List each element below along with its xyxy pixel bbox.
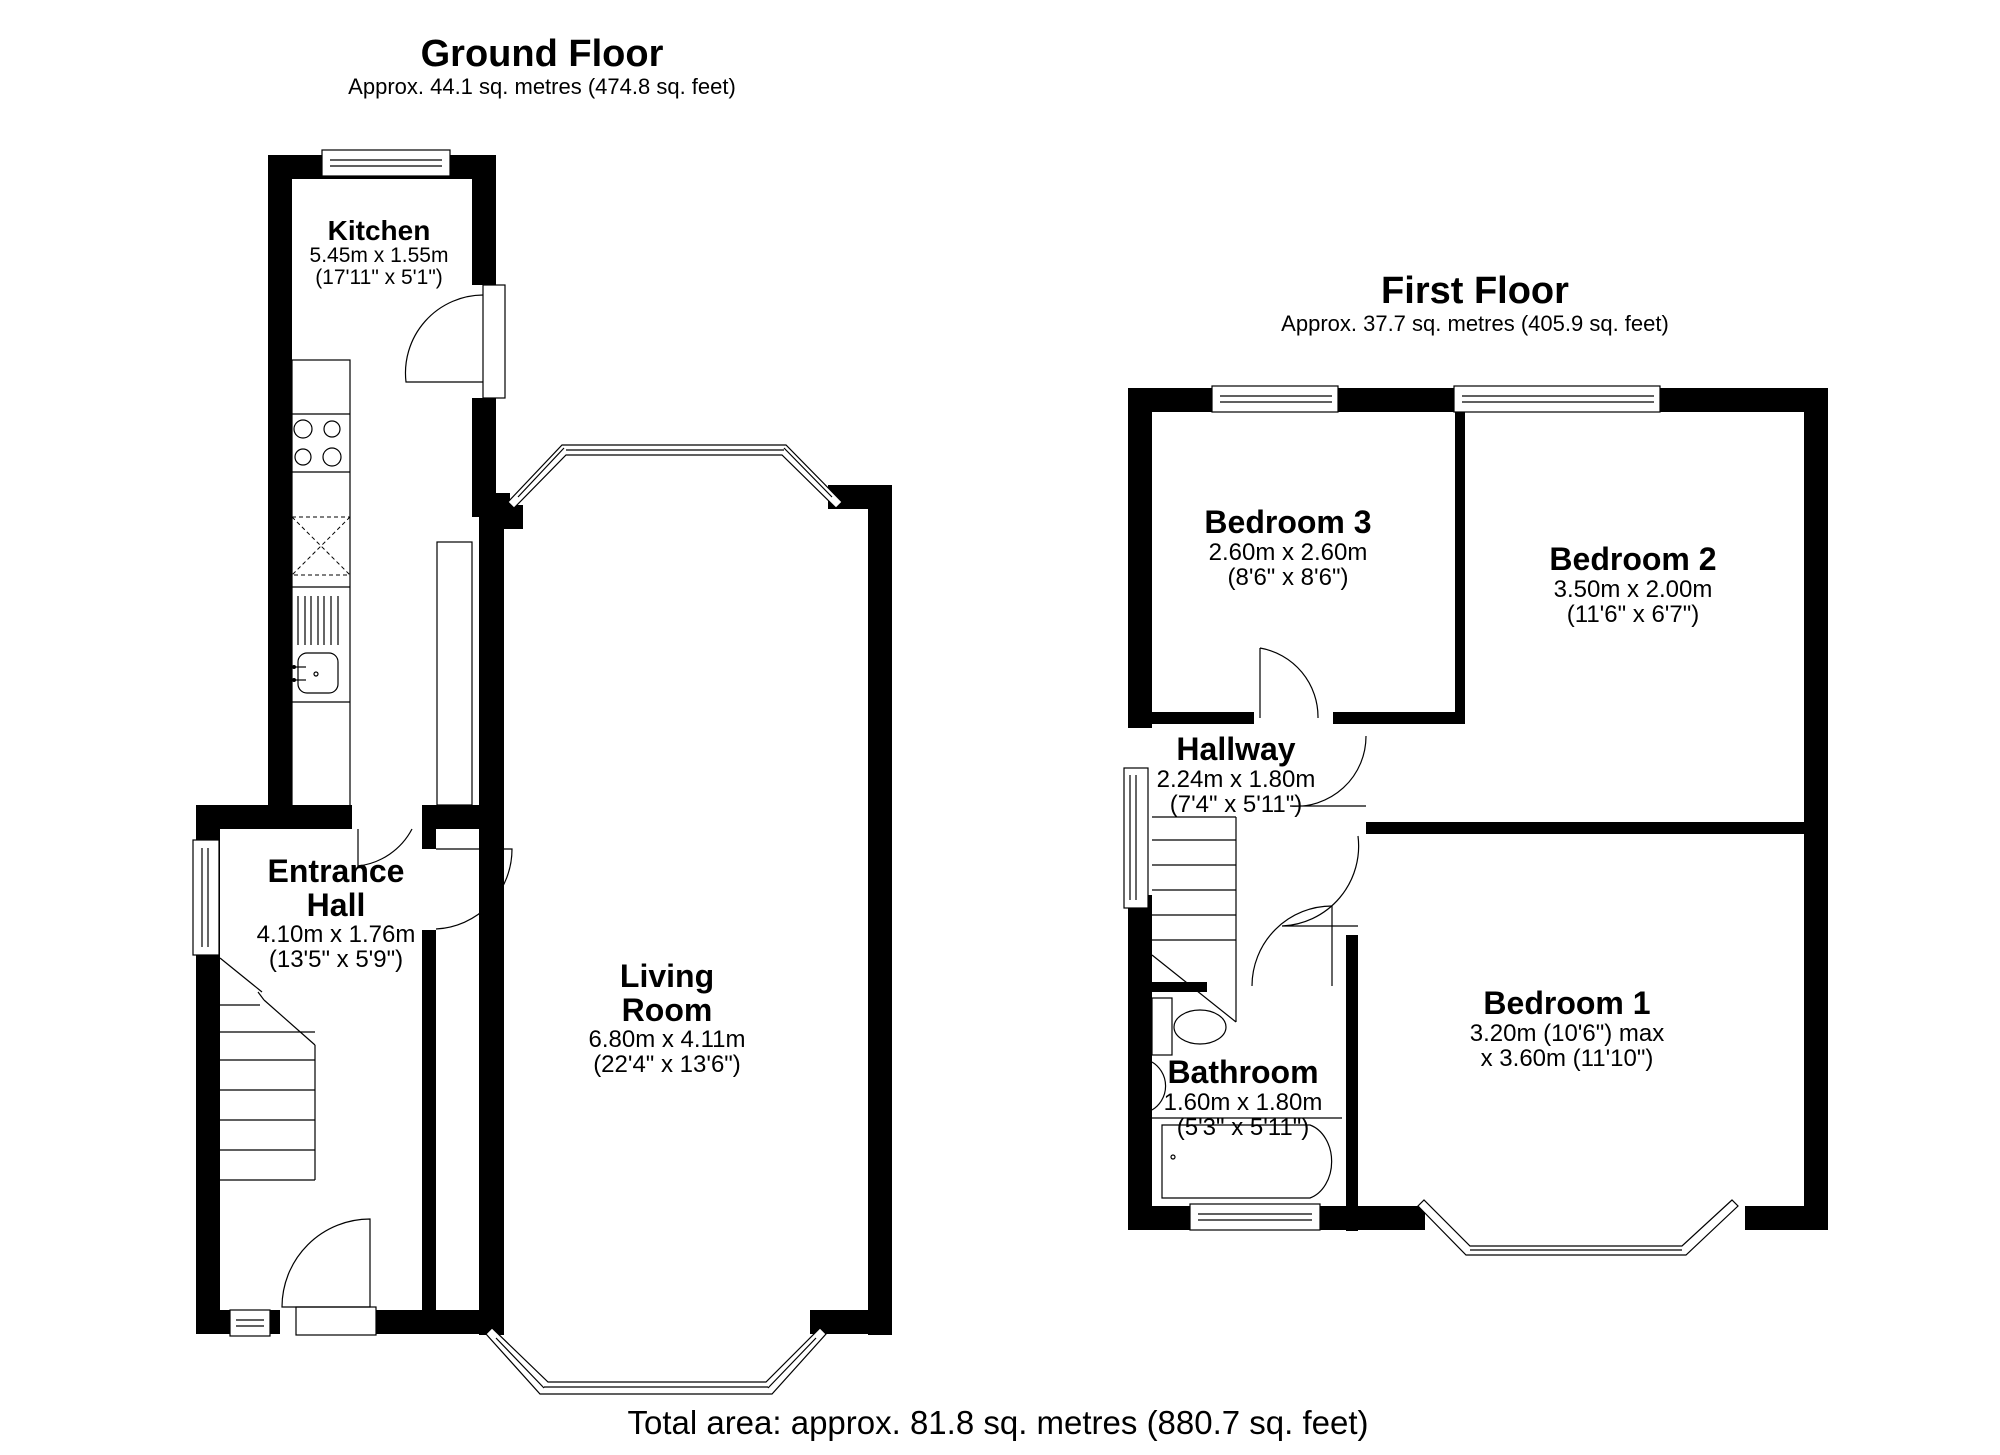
kitchen-hall-door-swing	[357, 828, 413, 867]
room-label-bedroom-3: Bedroom 3 2.60m x 2.60m (8'6" x 8'6")	[1204, 504, 1372, 591]
bedroom-2-door-swing	[1289, 735, 1367, 807]
bedroom-2-window	[1453, 385, 1661, 413]
room-label-bathroom: Bathroom 1.60m x 1.80m (5'3" x 5'11")	[1163, 1054, 1323, 1141]
first-floor-title: First Floor	[1381, 270, 1569, 312]
front-door-swing	[281, 1218, 371, 1308]
hall-front-window	[229, 1309, 271, 1337]
first-floor-staircase	[1151, 816, 1237, 1023]
kitchen-side-door-frame	[482, 284, 506, 399]
ground-floor-plan	[192, 149, 892, 1395]
toilet-cistern-icon	[1151, 997, 1173, 1056]
first-floor-plan	[1123, 385, 1828, 1256]
room-label-entrance-hall: Entrance Hall 4.10m x 1.76m (13'5" x 5'9…	[256, 853, 416, 974]
ground-floor-heading: Ground Floor Approx. 44.1 sq. metres (47…	[348, 33, 736, 99]
living-room-bay-window-top	[507, 444, 843, 509]
room-label-bedroom-2: Bedroom 2 3.50m x 2.00m (11'6" x 6'7")	[1549, 541, 1717, 628]
living-right-wall	[868, 485, 892, 1335]
bathroom-window	[1189, 1203, 1321, 1231]
bedroom-3-door-swing	[1259, 647, 1319, 719]
first-floor-right-wall	[1804, 388, 1828, 1230]
first-floor-heading: First Floor Approx. 37.7 sq. metres (405…	[1281, 270, 1669, 336]
living-room-bay-window-bottom	[485, 1327, 827, 1395]
basin-icon	[1151, 1061, 1167, 1111]
total-area: Total area: approx. 81.8 sq. metres (880…	[627, 1404, 1369, 1441]
bedroom-1-door-swing	[1281, 835, 1360, 927]
sink-icon	[297, 652, 339, 694]
staircase	[219, 957, 316, 1181]
front-door-frame	[295, 1306, 377, 1336]
hob-ring-icon	[293, 419, 313, 439]
bath-icon	[1161, 1124, 1333, 1199]
room-label-kitchen: Kitchen 5.45m x 1.55m (17'11" x 5'1")	[309, 215, 449, 290]
bedroom-3-window	[1211, 385, 1339, 413]
drainer-icon	[297, 596, 339, 645]
living-left-wall	[479, 505, 504, 1335]
kitchen-door-swing	[404, 294, 484, 383]
bathroom-fittings	[1146, 997, 1342, 1199]
kitchen-units	[291, 359, 473, 816]
kitchen-left-wall	[268, 155, 292, 820]
first-floor-area: Approx. 37.7 sq. metres (405.9 sq. feet)	[1281, 310, 1669, 336]
hall-side-window	[192, 839, 220, 956]
ground-floor-area: Approx. 44.1 sq. metres (474.8 sq. feet)	[348, 73, 736, 99]
toilet-icon	[1173, 1009, 1227, 1045]
bedroom-1-bay-window	[1417, 1199, 1739, 1256]
room-label-living-room: Living Room 6.80m x 4.11m (22'4" x 13'6"…	[588, 958, 746, 1079]
appliance-space-icon	[291, 516, 351, 576]
bathroom-door-swing	[1251, 905, 1333, 987]
kitchen-window	[321, 149, 451, 177]
room-label-hallway: Hallway 2.24m x 1.80m (7'4" x 5'11")	[1156, 731, 1316, 818]
room-label-bedroom-1: Bedroom 1 3.20m (10'6") max x 3.60m (11'…	[1469, 985, 1665, 1072]
ground-floor-title: Ground Floor	[420, 33, 664, 75]
